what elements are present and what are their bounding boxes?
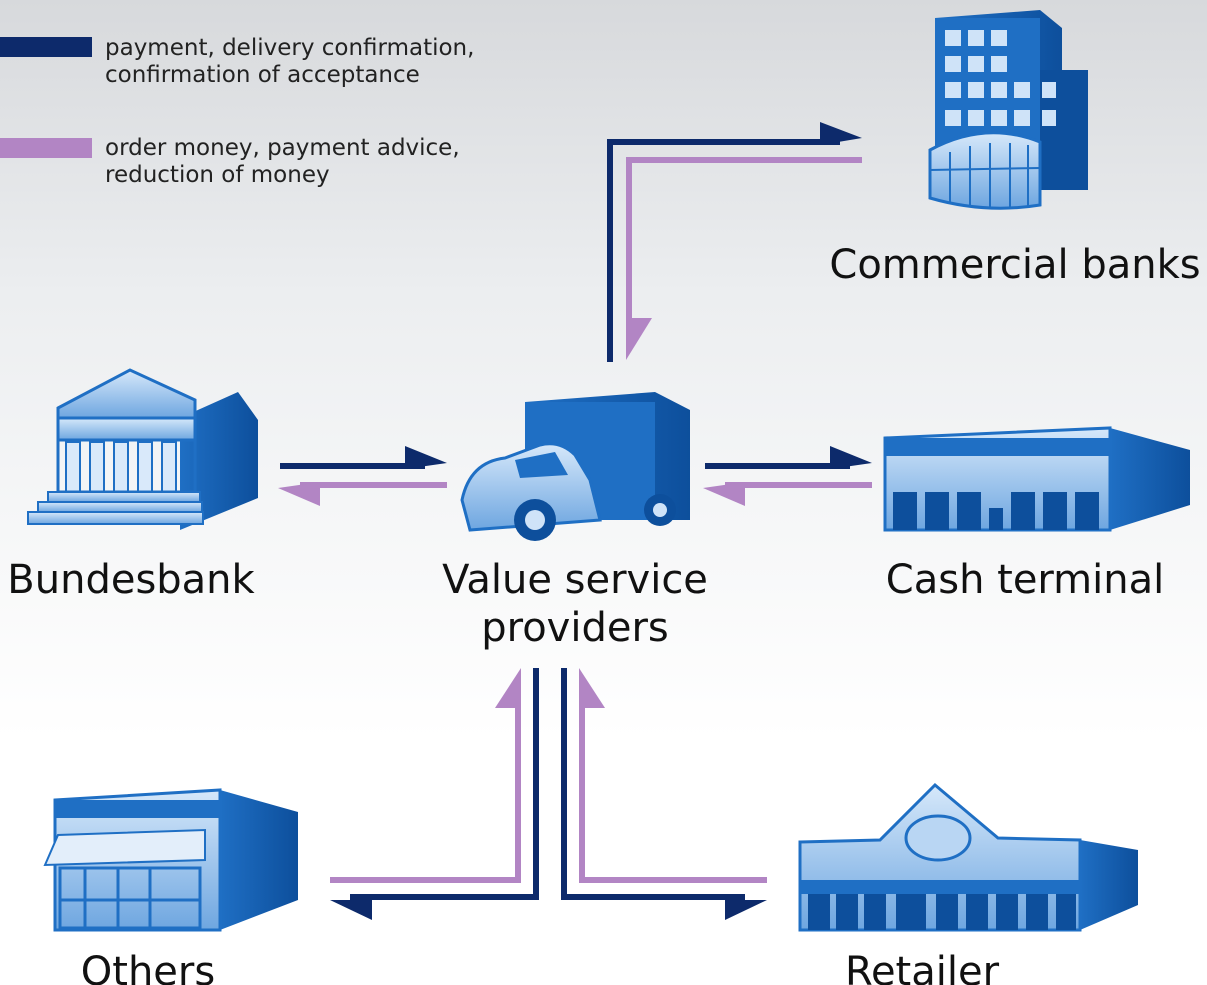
navy-arrow-to-commercial-banks bbox=[607, 139, 840, 362]
pink-arrow-to-value-service bbox=[626, 157, 862, 340]
others-label: Others bbox=[81, 949, 215, 985]
navy-arrowhead-truck-left bbox=[405, 446, 447, 469]
cash-terminal-icon bbox=[883, 426, 1190, 532]
legend-navy-line2: confirmation of acceptance bbox=[105, 62, 420, 88]
flow-others bbox=[330, 668, 539, 920]
value-service-label-line2: providers bbox=[481, 605, 669, 651]
legend-pink-line1: order money, payment advice, bbox=[105, 135, 460, 161]
bundesbank-label: Bundesbank bbox=[7, 557, 255, 603]
pink-arrowhead-truck-right bbox=[703, 482, 745, 506]
navy-arrow-to-retailer bbox=[561, 668, 745, 900]
navy-arrowhead-commercial-banks bbox=[820, 122, 862, 145]
flow-commercial-banks bbox=[607, 122, 862, 362]
value-service-label-line1: Value service bbox=[442, 557, 708, 603]
cash-terminal-label: Cash terminal bbox=[886, 557, 1164, 603]
pink-arrowhead-bundesbank bbox=[278, 482, 320, 506]
legend-navy-line1: payment, delivery confirmation, bbox=[105, 35, 474, 61]
commercial-banks-icon bbox=[928, 10, 1088, 210]
retailer-label: Retailer bbox=[845, 949, 1000, 985]
pink-arrowhead-truck-bottom-left bbox=[495, 668, 521, 708]
retailer-icon bbox=[798, 782, 1138, 932]
legend-swatch-pink bbox=[0, 138, 92, 158]
truck-icon bbox=[460, 392, 690, 541]
legend: payment, delivery confirmation, confirma… bbox=[0, 35, 474, 188]
legend-pink-line2: reduction of money bbox=[105, 162, 330, 188]
navy-arrow-to-others bbox=[350, 668, 539, 900]
navy-arrowhead-cash-terminal bbox=[830, 446, 872, 469]
bundesbank-icon bbox=[27, 368, 258, 530]
pink-arrow-others-to-truck bbox=[330, 690, 521, 883]
navy-arrowhead-others bbox=[330, 900, 372, 920]
navy-arrowhead-retailer bbox=[725, 900, 767, 920]
legend-swatch-navy bbox=[0, 37, 92, 57]
flow-retailer bbox=[561, 668, 767, 920]
flow-cash-terminal bbox=[703, 446, 872, 506]
flow-bundesbank bbox=[278, 446, 447, 506]
others-icon bbox=[43, 788, 298, 932]
pink-arrowhead-value-service-top bbox=[626, 318, 652, 360]
pink-arrowhead-truck-bottom-right bbox=[579, 668, 605, 708]
pink-arrow-retailer-to-truck bbox=[579, 690, 767, 883]
commercial-banks-label: Commercial banks bbox=[829, 242, 1200, 288]
